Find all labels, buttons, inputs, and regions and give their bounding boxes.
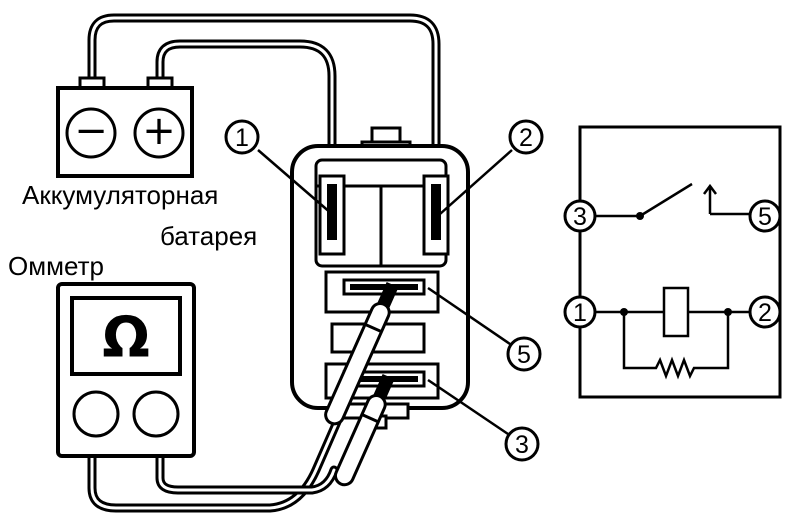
schematic-terminals: 3 5 1 2 <box>563 199 782 329</box>
schematic-terminal-1-label: 1 <box>573 299 587 327</box>
callout-2-label: 2 <box>519 124 533 152</box>
ohmmeter-display <box>70 296 182 376</box>
probe-upper <box>324 281 399 426</box>
battery-plus-circle <box>133 107 185 159</box>
schematic-terminal-5-label: 5 <box>758 203 772 231</box>
callout-5-label: 5 <box>517 341 531 369</box>
resistor <box>622 312 730 380</box>
callout-2 <box>508 119 544 155</box>
schematic-terminal-3 <box>563 199 597 233</box>
schematic-frame <box>578 125 782 399</box>
relay-callouts: 1 2 5 3 <box>224 119 544 462</box>
battery-label-line1: Аккумуляторная <box>22 180 218 210</box>
schematic-terminal-3-label: 3 <box>573 203 587 231</box>
schematic-terminal-1 <box>563 295 597 329</box>
callout-3 <box>504 426 540 462</box>
battery-minus-circle <box>65 107 117 159</box>
relay-schematic <box>578 125 782 399</box>
ohm-symbol-icon: Ω <box>102 306 150 371</box>
callout-1 <box>224 119 260 155</box>
ohmmeter-jack-2 <box>132 390 180 438</box>
minus-icon: − <box>74 108 108 154</box>
callout-1-label: 1 <box>235 124 249 152</box>
battery-label-line2: батарея <box>160 221 257 251</box>
schematic-terminal-2-label: 2 <box>758 299 772 327</box>
schematic-terminal-2 <box>748 295 782 329</box>
callout-5 <box>506 336 542 372</box>
ohmmeter-label: Омметр <box>8 251 104 281</box>
ohmmeter: Ω <box>56 282 196 458</box>
test-probes <box>324 281 399 487</box>
relay-coil <box>662 286 690 338</box>
wires <box>87 13 441 513</box>
callout-3-label: 3 <box>515 431 529 459</box>
battery: − + <box>56 76 194 178</box>
callout-leaders <box>257 149 513 436</box>
schematic-terminal-5 <box>748 199 782 233</box>
plus-icon: + <box>142 108 176 154</box>
switch-contact-arm <box>639 182 693 218</box>
ohmmeter-jack-1 <box>72 390 120 438</box>
probe-lower <box>333 373 395 487</box>
